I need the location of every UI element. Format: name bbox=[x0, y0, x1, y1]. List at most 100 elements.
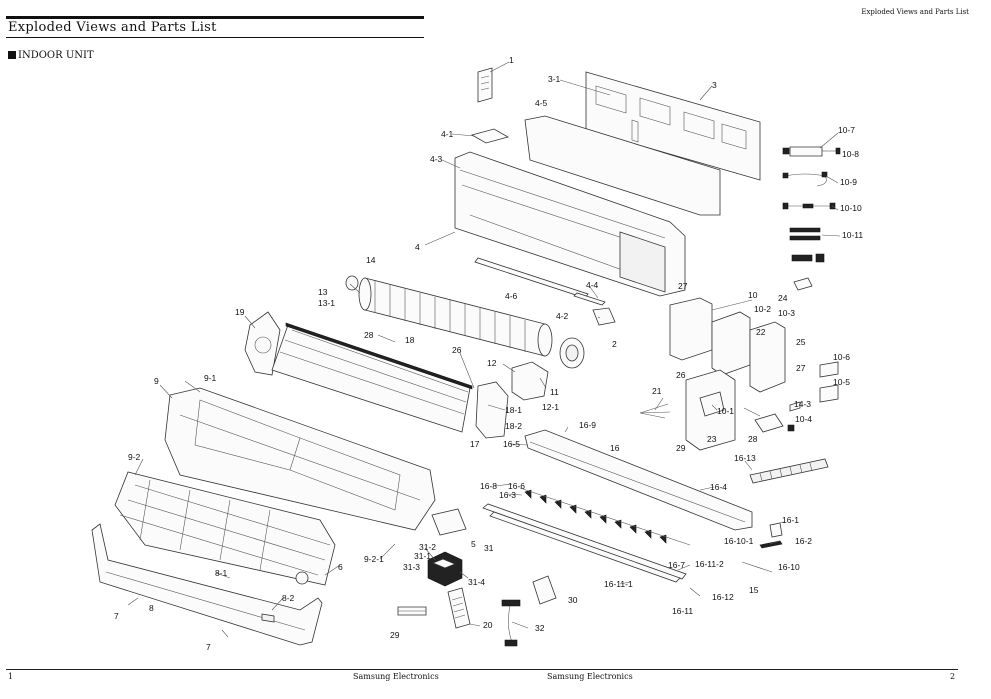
part-4-5-cover bbox=[524, 115, 721, 216]
callout-16-6: 16-6 bbox=[508, 481, 525, 491]
callout-26-right: 26 bbox=[676, 370, 686, 380]
part-28-display bbox=[754, 401, 801, 433]
callout-8: 8 bbox=[149, 603, 154, 613]
callout-16-11: 16-11 bbox=[672, 606, 693, 616]
callout-16-4: 16-4 bbox=[710, 482, 727, 492]
part-16-10-fittings bbox=[741, 522, 783, 573]
footer-page-right: 2 bbox=[950, 672, 956, 681]
callout-4-4: 4-4 bbox=[586, 280, 599, 290]
part-14-crossflow-fan bbox=[358, 277, 553, 357]
callout-5: 5 bbox=[471, 539, 476, 549]
callout-16-10: 16-10 bbox=[778, 562, 800, 572]
part-16-drain-pan bbox=[524, 429, 753, 531]
leader-lines bbox=[127, 61, 841, 638]
callout-29-right: 29 bbox=[676, 443, 686, 453]
callout-2: 2 bbox=[612, 339, 617, 349]
callout-16-2: 16-2 bbox=[795, 536, 812, 546]
callout-16-12: 16-12 bbox=[712, 592, 734, 602]
callout-7-left: 7 bbox=[114, 611, 119, 621]
callout-9: 9 bbox=[154, 376, 159, 386]
callout-3-1: 3-1 bbox=[548, 74, 561, 84]
callout-17: 17 bbox=[470, 439, 480, 449]
wire-harness-10-7 bbox=[782, 146, 841, 157]
callout-8-1: 8-1 bbox=[215, 568, 228, 578]
callout-7-bottom: 7 bbox=[206, 642, 211, 652]
callout-21: 21 bbox=[652, 386, 662, 396]
footer-company-right: Samsung Electronics bbox=[547, 672, 633, 681]
callout-14: 14 bbox=[366, 255, 376, 265]
part-29-label bbox=[397, 606, 427, 616]
part-12-holder bbox=[475, 361, 549, 439]
section-heading: INDOOR UNIT bbox=[8, 50, 94, 61]
callout-28-top: 28 bbox=[364, 330, 374, 340]
callout-10-3: 10-3 bbox=[778, 308, 795, 318]
callout-27-top: 27 bbox=[678, 281, 688, 291]
callout-10-10: 10-10 bbox=[840, 203, 862, 213]
part-4-chassis bbox=[454, 151, 686, 297]
callout-16-9: 16-9 bbox=[579, 420, 596, 430]
callout-29-left: 29 bbox=[390, 630, 400, 640]
part-4-1-cover bbox=[470, 128, 510, 144]
part-16-13-drain-hose bbox=[749, 458, 829, 484]
callout-10-5: 10-5 bbox=[833, 377, 850, 387]
callout-25: 25 bbox=[796, 337, 806, 347]
callout-6: 6 bbox=[338, 562, 343, 572]
callout-9-2-1: 9-2-1 bbox=[364, 554, 384, 564]
part-5-cover bbox=[431, 508, 467, 536]
part-9-2-grille bbox=[114, 471, 336, 586]
callout-30: 30 bbox=[568, 595, 578, 605]
callout-13-1: 13-1 bbox=[318, 298, 335, 308]
callout-16-11-2: 16-11-2 bbox=[695, 559, 724, 569]
part-19-side-holder bbox=[244, 311, 281, 376]
callout-9-1: 9-1 bbox=[204, 373, 217, 383]
callout-10-7: 10-7 bbox=[838, 125, 855, 135]
part-10-6-pcb bbox=[819, 361, 839, 403]
part-2-motor bbox=[559, 337, 585, 369]
callout-31-1: 31-1 bbox=[414, 551, 431, 561]
callout-22: 22 bbox=[756, 327, 766, 337]
part-8-lower-frame bbox=[91, 523, 323, 646]
part-21-filter bbox=[639, 403, 671, 419]
wire-harness-10-9 bbox=[782, 171, 828, 187]
callout-4: 4 bbox=[415, 242, 420, 252]
callout-10-11: 10-11 bbox=[842, 230, 863, 240]
callout-10-1: 10-1 bbox=[717, 406, 734, 416]
callout-4-6: 4-6 bbox=[505, 291, 518, 301]
callout-4-3: 4-3 bbox=[430, 154, 443, 164]
part-20-remote-control bbox=[447, 587, 471, 629]
part-9-front-panel bbox=[164, 387, 436, 531]
running-head: Exploded Views and Parts List bbox=[861, 8, 969, 16]
footer-rule bbox=[6, 669, 958, 670]
callout-3: 3 bbox=[712, 80, 717, 90]
footer-company-left: Samsung Electronics bbox=[353, 672, 439, 681]
callout-31-4: 31-4 bbox=[468, 577, 485, 587]
callout-18-1: 18-1 bbox=[505, 405, 522, 415]
part-24-sensor bbox=[793, 277, 813, 291]
part-31-terminal-box bbox=[427, 551, 463, 587]
page-title: Exploded Views and Parts List bbox=[8, 20, 217, 35]
part-4-2-holder bbox=[592, 307, 616, 326]
callout-10: 10 bbox=[748, 290, 758, 300]
part-16-3-louvers bbox=[519, 487, 691, 546]
part-3-back-plate bbox=[585, 71, 761, 181]
callout-16-13: 16-13 bbox=[734, 453, 756, 463]
part-13-bearing bbox=[345, 275, 359, 291]
section-label: INDOOR UNIT bbox=[18, 50, 94, 61]
part-1-bracket bbox=[477, 67, 493, 103]
callout-11: 11 bbox=[550, 387, 559, 397]
footer-page-left: 1 bbox=[8, 672, 14, 681]
callout-16-5: 16-5 bbox=[503, 439, 520, 449]
callout-15: 15 bbox=[749, 585, 759, 595]
callout-26-left: 26 bbox=[452, 345, 462, 355]
callout-16-8: 16-8 bbox=[480, 481, 497, 491]
callout-31-2: 31-2 bbox=[419, 542, 436, 552]
wire-harness-10-11 bbox=[789, 227, 825, 263]
callout-23: 23 bbox=[707, 434, 717, 444]
callout-16-10-1: 16-10-1 bbox=[724, 536, 754, 546]
callout-14-3: 14-3 bbox=[794, 399, 811, 409]
callout-4-5: 4-5 bbox=[535, 98, 548, 108]
callout-10-6: 10-6 bbox=[833, 352, 850, 362]
callout-10-9: 10-9 bbox=[840, 177, 857, 187]
callout-28-bottom: 28 bbox=[748, 434, 758, 444]
